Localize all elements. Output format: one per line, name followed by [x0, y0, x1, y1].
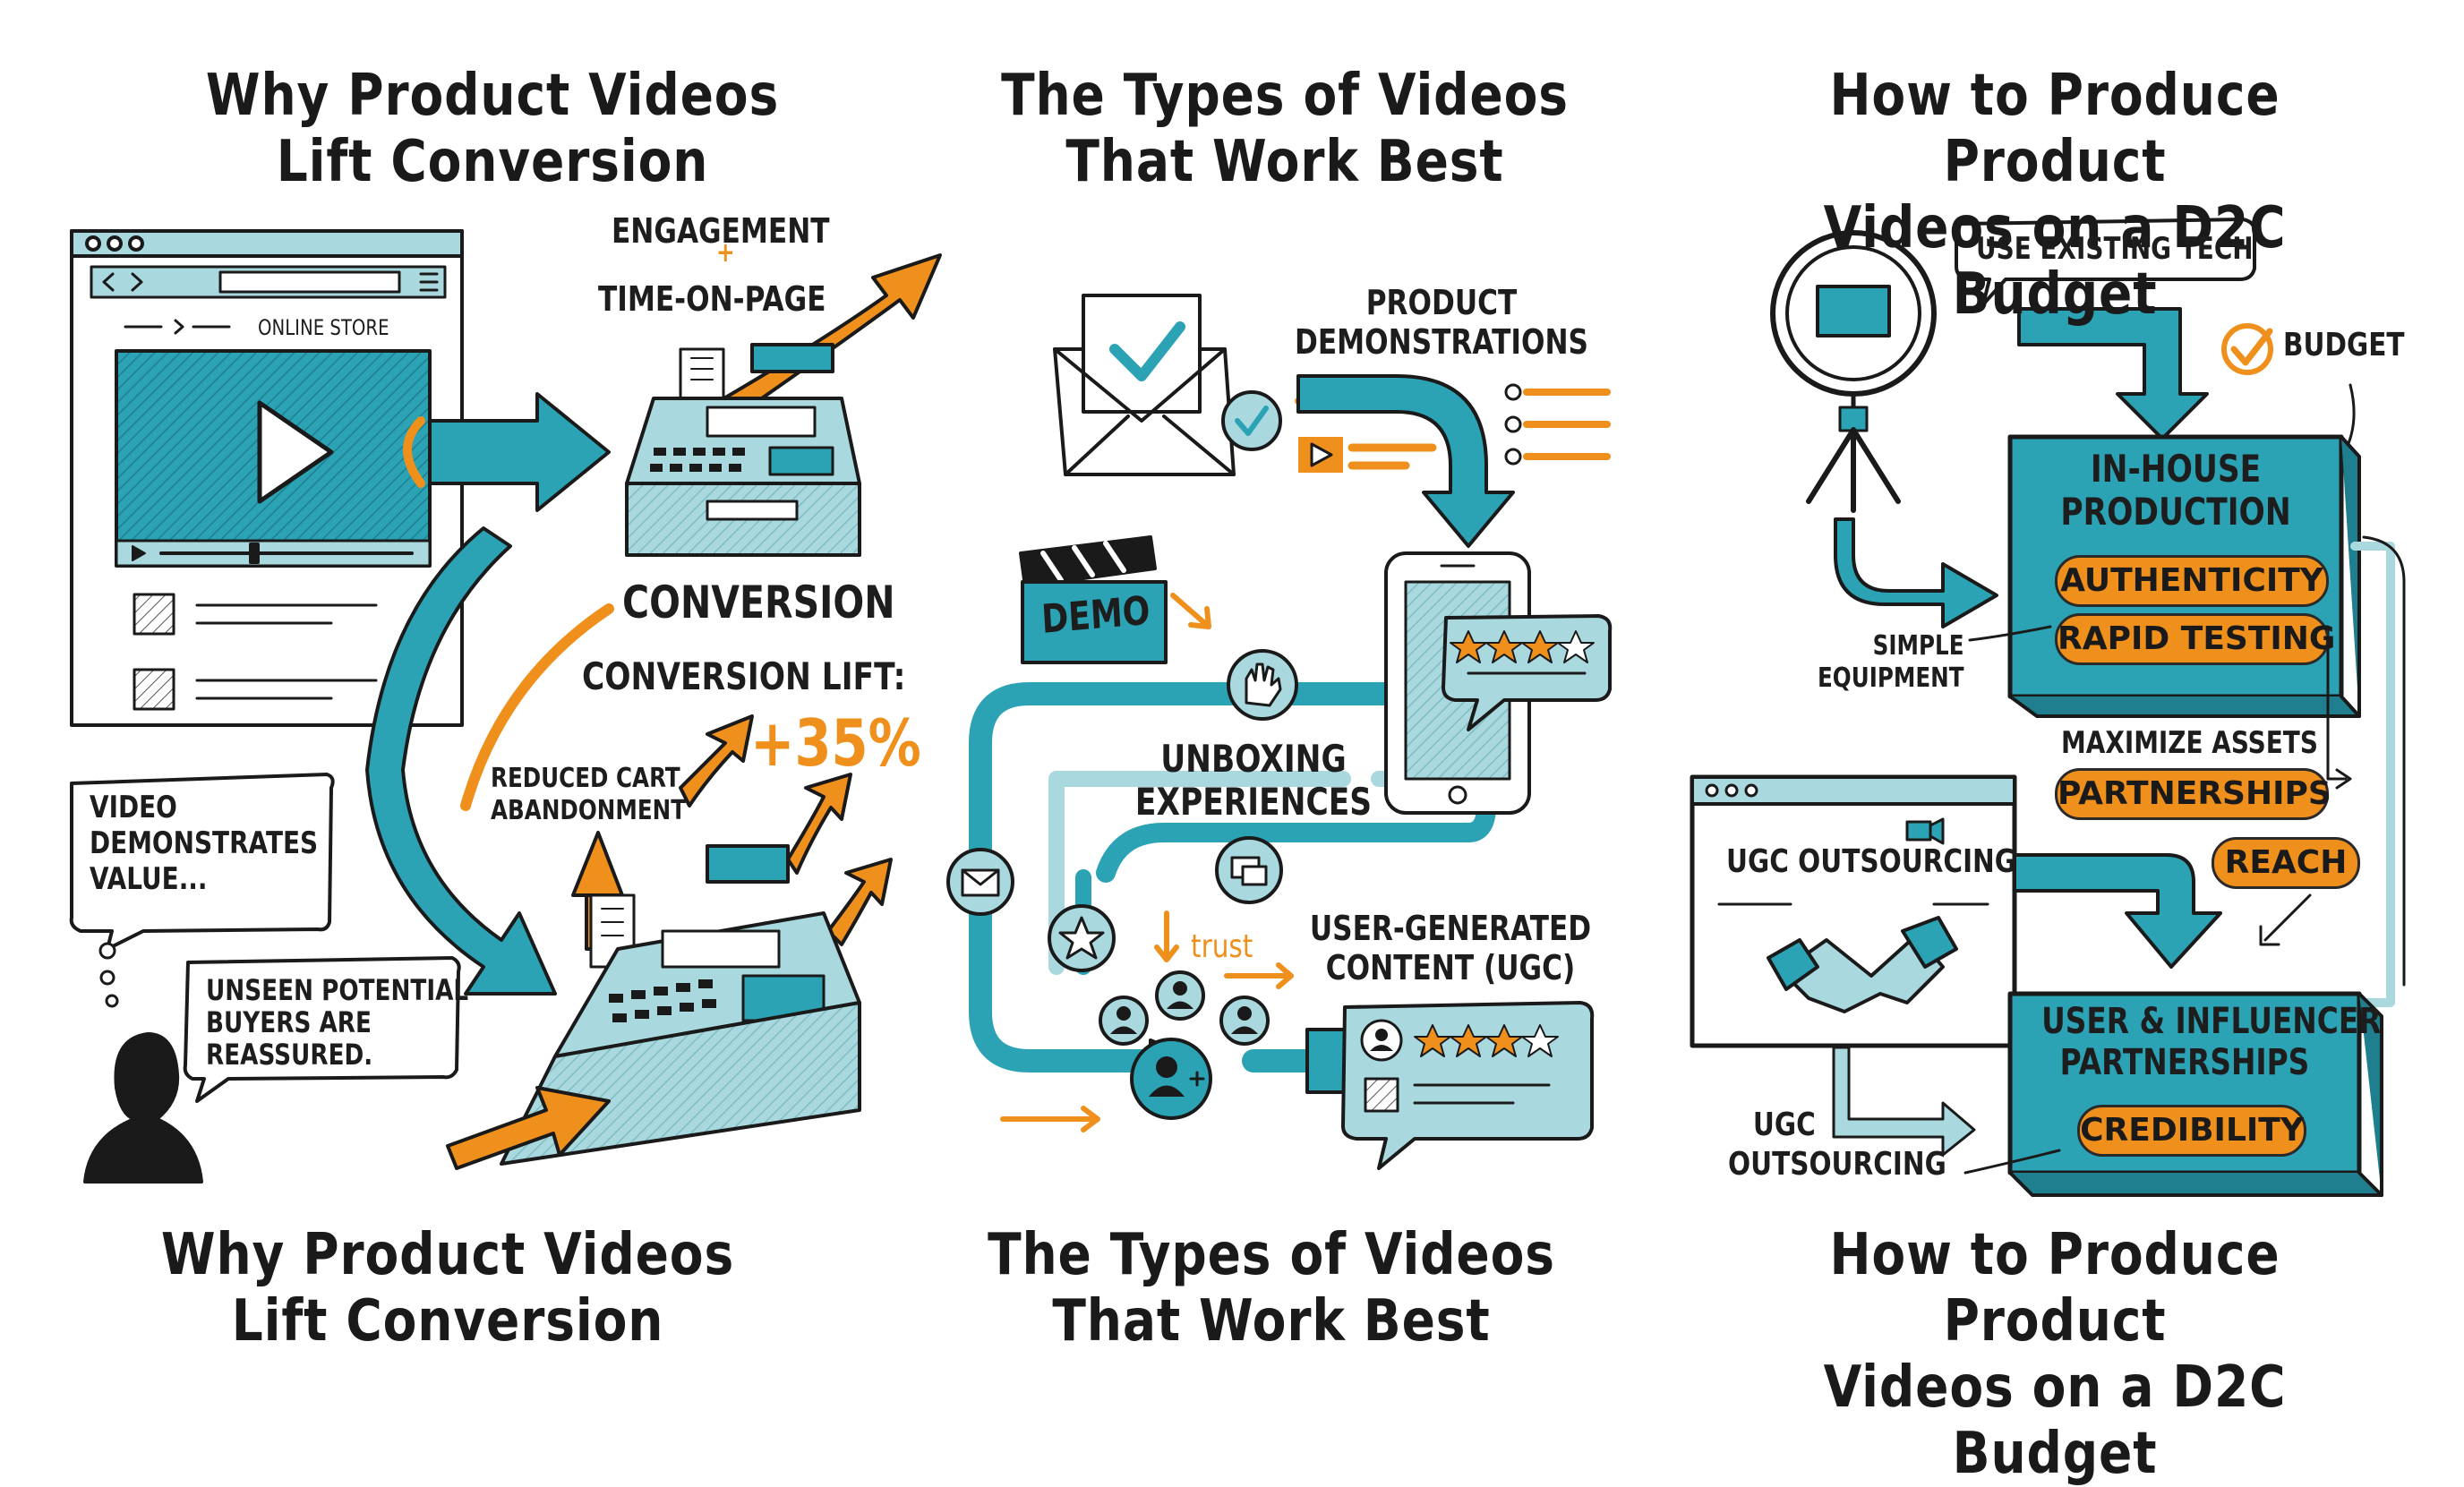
label-line: OUTSOURCING: [1728, 1146, 1946, 1183]
label-line: CONTENT (UGC): [1325, 948, 1576, 987]
title-line: How to Produce Product: [1829, 1222, 2280, 1355]
in-house-production-label: IN-HOUSE PRODUCTION: [2040, 448, 2311, 534]
reduced-cart-label: REDUCED CART ABANDONMENT: [491, 763, 686, 827]
arrow-down-icon: [1296, 374, 1515, 548]
ugc-outsourcing-box-label: UGC OUTSOURCING: [1726, 843, 2016, 880]
label-line: PRODUCTION: [2060, 490, 2291, 534]
engagement-label: ENGAGEMENT: [612, 211, 830, 251]
envelope-icon: [1053, 294, 1236, 476]
title-line: Lift Conversion: [231, 1288, 664, 1355]
maximize-assets-label: MAXIMIZE ASSETS: [2061, 725, 2318, 761]
label-line: UNBOXING: [1160, 737, 1347, 781]
budget-label: BUDGET: [2283, 327, 2405, 363]
speech-bubble: [69, 773, 335, 951]
ugc-browser-window-icon: [1690, 774, 2017, 1048]
panel-1-bottom-title: Why Product Videos Lift Conversion: [109, 1222, 787, 1355]
product-demonstrations-label: PRODUCT DEMONSTRATIONS: [1272, 283, 1610, 362]
credibility-pill: CREDIBILITY: [2077, 1105, 2306, 1157]
panel-1-illustration: [69, 229, 942, 1184]
panel-3-bottom-title: How to Produce Product Videos on a D2C B…: [1716, 1222, 2394, 1487]
label-line: ABANDONMENT: [491, 795, 686, 826]
reach-pill: REACH: [2212, 837, 2360, 889]
browser-window-icon: [70, 229, 464, 727]
title-line: The Types of Videos: [1001, 63, 1569, 129]
user-generated-content-label: USER-GENERATED CONTENT (UGC): [1304, 909, 1597, 987]
title-line: Why Product Videos: [205, 63, 780, 129]
check-icon: [1221, 390, 1282, 451]
authenticity-pill: AUTHENTICITY: [2055, 555, 2329, 607]
arrow-down-icon: [2017, 307, 2209, 440]
conversion-label: CONVERSION: [622, 577, 895, 628]
label-line: UGC: [1752, 1107, 1816, 1143]
speech-bubble: [1955, 218, 2257, 306]
clapperboard-icon: [1019, 535, 1168, 664]
panel-1-top-title: Why Product Videos Lift Conversion: [154, 63, 832, 195]
add-user-node-icon: [1130, 1038, 1212, 1120]
title-line: That Work Best: [1052, 1288, 1491, 1355]
label-line: REASSURED.: [206, 1038, 373, 1072]
arrow-down-icon: [2013, 853, 2222, 969]
ring-light-camera-icon: [1770, 230, 1937, 513]
partnerships-pill: PARTNERSHIPS: [2055, 768, 2331, 820]
label-line: USER & INFLUENCER: [2041, 1001, 2382, 1042]
panel-3-top-title: How to Produce Product Videos on a D2C B…: [1716, 63, 2394, 328]
demo-label: DEMO: [1040, 587, 1151, 643]
ugc-outsourcing-label: UGC OUTSOURCING: [1728, 1106, 1946, 1184]
user-influencer-partnerships-label: USER & INFLUENCER PARTNERSHIPS: [2041, 1001, 2382, 1083]
person-silhouette-icon: [83, 1032, 203, 1184]
curved-arrow-icon: [365, 526, 557, 996]
label-line: PRODUCT: [1365, 283, 1518, 322]
simple-equipment-label: SIMPLE EQUIPMENT: [1818, 630, 1964, 695]
title-line: The Types of Videos: [988, 1222, 1555, 1288]
budget-check-icon: [2221, 323, 2273, 375]
speech-bubble: [183, 956, 461, 1103]
unseen-buyers-label: UNSEEN POTENTIAL BUYERS ARE REASSURED.: [206, 974, 468, 1071]
trust-label: trust: [1191, 928, 1253, 965]
label-line: USER-GENERATED: [1309, 909, 1592, 948]
label-line: SIMPLE: [1872, 630, 1964, 662]
arrow-right-icon: [428, 392, 611, 512]
panel-2-bottom-title: The Types of Videos That Work Best: [933, 1222, 1611, 1355]
label-line: UNSEEN POTENTIAL: [206, 973, 469, 1007]
label-line: DEMONSTRATES: [90, 825, 319, 861]
title-line: Why Product Videos: [160, 1222, 735, 1288]
use-existing-tech-label: USE EXISTING TECH: [1976, 231, 2254, 267]
title-line: That Work Best: [1065, 129, 1504, 195]
label-line: VALUE...: [90, 861, 208, 897]
panel-2-illustration: [946, 294, 1613, 1170]
label-line: REDUCED CART: [491, 763, 680, 794]
panel-2-top-title: The Types of Videos That Work Best: [946, 63, 1624, 195]
conversion-lift-label: CONVERSION LIFT:: [582, 654, 906, 698]
online-store-label: ONLINE STORE: [258, 315, 389, 340]
rapid-testing-pill: RAPID TESTING: [2055, 613, 2335, 665]
title-line: Videos on a D2C Budget: [1823, 1355, 2287, 1487]
title-line: Videos on a D2C Budget: [1823, 195, 2287, 328]
label-line: PARTNERSHIPS: [2059, 1042, 2310, 1083]
conversion-lift-value: +35%: [750, 705, 921, 781]
unboxing-experiences-label: UNBOXING EXPERIENCES: [1099, 738, 1407, 824]
plus-sign: +: [716, 237, 735, 269]
label-line: BUYERS ARE: [206, 1005, 372, 1039]
label-line: EQUIPMENT: [1818, 662, 1964, 694]
video-demonstrates-label: VIDEO DEMONSTRATES VALUE...: [90, 790, 318, 897]
title-line: Lift Conversion: [276, 129, 709, 195]
cash-register-icon: [500, 844, 861, 1166]
label-line: VIDEO: [90, 790, 177, 825]
label-line: DEMONSTRATIONS: [1295, 322, 1588, 362]
label-line: IN-HOUSE: [2090, 447, 2262, 491]
label-line: EXPERIENCES: [1134, 780, 1373, 824]
time-on-page-label: TIME-ON-PAGE: [598, 279, 826, 319]
cash-register-icon: [625, 343, 861, 557]
title-line: How to Produce Product: [1829, 63, 2280, 195]
